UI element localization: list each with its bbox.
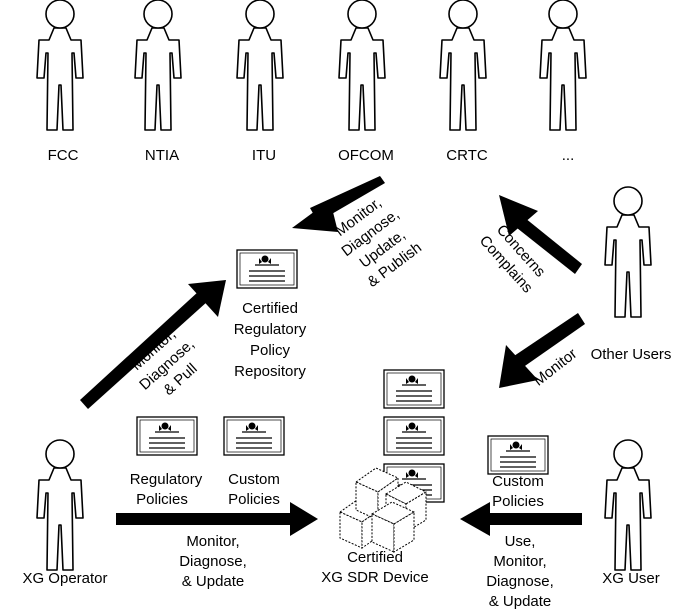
label-user-to-device: Use, Monitor, Diagnose, & Update xyxy=(486,533,554,610)
person-fcc-icon xyxy=(36,0,84,131)
person-ntia-icon xyxy=(134,0,182,131)
regulator-label: ... xyxy=(562,147,575,164)
svg-text:Repository: Repository xyxy=(234,363,306,380)
svg-text:Monitor,: Monitor, xyxy=(493,553,546,570)
custom-policies-label: Custom Policies xyxy=(228,471,280,508)
arrow-operator-to-repository xyxy=(80,280,226,409)
regulator-label: OFCOM xyxy=(338,147,394,164)
person-xg-operator-icon xyxy=(36,439,84,571)
regulator-label: NTIA xyxy=(145,147,179,164)
xg-user-label: XG User xyxy=(602,570,660,587)
regulator-label: ITU xyxy=(252,147,276,164)
svg-text:& Update: & Update xyxy=(489,593,552,610)
svg-text:& Update: & Update xyxy=(182,573,245,590)
svg-text:Regulatory: Regulatory xyxy=(130,471,203,488)
svg-text:Diagnose,: Diagnose, xyxy=(486,573,554,590)
xg-operator-label: XG Operator xyxy=(22,570,107,587)
arrow-other-users-to-regulators xyxy=(499,195,582,274)
custom-policies-certificate-icon xyxy=(223,416,285,456)
svg-text:Monitor,: Monitor, xyxy=(186,533,239,550)
person-crtc-icon xyxy=(439,0,487,131)
device-label: Certified XG SDR Device xyxy=(321,549,429,586)
svg-text:Custom: Custom xyxy=(228,471,280,488)
regulator-label: CRTC xyxy=(446,147,488,164)
repository-label: Certified Regulatory Policy Repository xyxy=(234,300,307,380)
svg-text:Policies: Policies xyxy=(492,493,544,510)
person-other-users-icon xyxy=(604,186,652,318)
user-custom-policies-label: Custom Policies xyxy=(492,473,544,510)
svg-text:Use,: Use, xyxy=(505,533,536,550)
person-itu-icon xyxy=(236,0,284,131)
svg-text:XG SDR Device: XG SDR Device xyxy=(321,569,429,586)
arrow-user-to-device xyxy=(460,502,582,536)
xg-sdr-device-icon xyxy=(338,467,428,553)
svg-text:Custom: Custom xyxy=(492,473,544,490)
svg-text:Certified: Certified xyxy=(242,300,298,317)
regulatory-policies-label: Regulatory Policies xyxy=(130,471,203,508)
arrow-regulators-to-repository xyxy=(292,176,385,232)
arrow-operator-to-device xyxy=(116,502,318,536)
arrow-other-users-to-device xyxy=(499,313,585,388)
device-certificate-icon xyxy=(383,416,445,456)
svg-text:Policies: Policies xyxy=(228,491,280,508)
repository-certificate-icon xyxy=(236,249,298,289)
label-operator-to-device: Monitor, Diagnose, & Update xyxy=(179,533,247,590)
svg-text:Policy: Policy xyxy=(250,342,291,359)
svg-text:Diagnose,: Diagnose, xyxy=(179,553,247,570)
label-operator-to-repository: Monitor, Diagnose, & Pull xyxy=(128,326,201,399)
device-certificate-icon xyxy=(383,369,445,409)
svg-text:Policies: Policies xyxy=(136,491,188,508)
regulatory-policies-certificate-icon xyxy=(136,416,198,456)
person-ofcom-icon xyxy=(338,0,386,131)
regulator-label: FCC xyxy=(48,147,79,164)
regulator-figures xyxy=(36,0,587,131)
other-users-label: Other Users xyxy=(591,346,672,363)
svg-text:Certified: Certified xyxy=(347,549,403,566)
user-custom-policies-certificate-icon xyxy=(487,435,549,475)
regulator-labels: FCC NTIA ITU OFCOM CRTC ... xyxy=(48,147,575,164)
person-more-icon xyxy=(539,0,587,131)
person-xg-user-icon xyxy=(604,439,652,571)
svg-text:Regulatory: Regulatory xyxy=(234,321,307,338)
